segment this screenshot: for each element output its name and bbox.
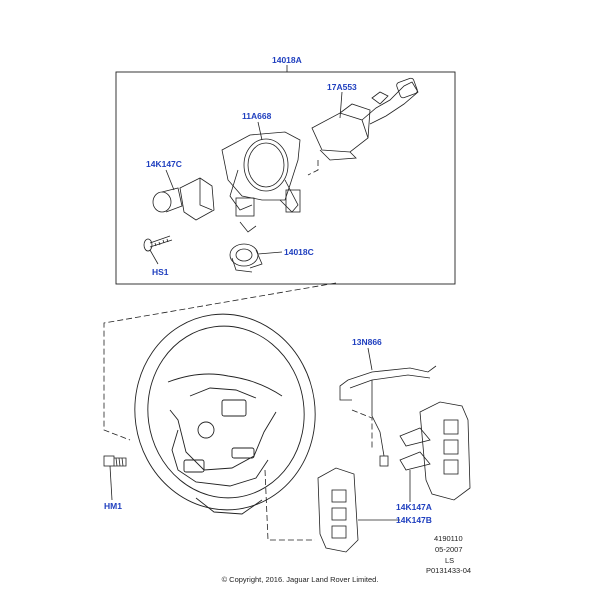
copyright-notice: © Copyright, 2016. Jaguar Land Rover Lim… [221, 575, 379, 584]
phantom-lines [103, 282, 337, 441]
label-14K147A: 14K147A [396, 502, 432, 512]
meta-ls: LS [445, 556, 455, 565]
leader-14018C [257, 251, 283, 255]
left-switch-pack [317, 467, 359, 553]
label-14K147B: 14K147B [396, 515, 432, 525]
meta-code: 4190110 [434, 534, 463, 543]
leader-11A668 [257, 121, 263, 141]
left-switch [152, 177, 215, 221]
label-14018A: 14018A [272, 55, 302, 65]
phantom-lines-3 [264, 469, 315, 541]
label-14018C: 14018C [284, 247, 314, 257]
harness [339, 365, 437, 467]
stalk-switch [311, 77, 419, 161]
cassette [229, 243, 263, 273]
leader-13N866 [367, 347, 373, 371]
label-11A668: 11A668 [242, 111, 272, 121]
steering-wheel [134, 313, 316, 515]
screw-hs1 [143, 235, 173, 252]
phantom-lines-2 [307, 160, 319, 176]
label-HS1: HS1 [152, 267, 169, 277]
meta-ref: P0131433-04 [426, 566, 472, 575]
label-HM1: HM1 [104, 501, 122, 511]
leader-14K147C [165, 169, 175, 191]
phantom-lines-4 [351, 409, 373, 450]
leader-HS1 [149, 249, 159, 265]
assembly-frame [115, 71, 456, 285]
leader-17A553 [339, 91, 343, 119]
clockspring-housing [221, 131, 301, 233]
meta-date: 05-2007 [435, 545, 463, 554]
label-17A553: 17A553 [327, 82, 357, 92]
leader-HM1 [109, 465, 113, 501]
bolt-hm1 [103, 455, 127, 467]
right-switch-pack [399, 401, 471, 501]
label-14K147C: 14K147C [146, 159, 182, 169]
label-13N866: 13N866 [352, 337, 382, 347]
